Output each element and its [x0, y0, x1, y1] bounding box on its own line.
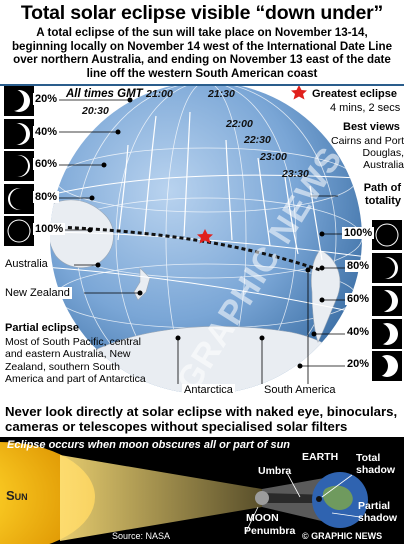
total-shadow-label: Total shadow: [356, 452, 396, 476]
time-label: 21:00: [146, 88, 173, 100]
sunlight-beam: [60, 455, 262, 541]
south-america-landmass: [310, 249, 341, 343]
eclipse-phase-icon: [372, 351, 402, 381]
place-label-australia: Australia: [3, 258, 50, 270]
diagram-header: Eclipse occurs when moon obscures all or…: [7, 439, 291, 451]
sun-label: Sun: [6, 488, 28, 503]
australia-landmass: [50, 199, 114, 268]
place-label-south-america: South America: [262, 384, 338, 396]
eclipse-phase-icon: [372, 319, 402, 349]
eclipse-phase-icon: [4, 119, 34, 149]
eclipse-phase-icon: [4, 184, 34, 214]
eclipse-phase-icon: [4, 86, 34, 116]
moon-shape: [255, 491, 269, 505]
umbra-label: Umbra: [258, 465, 292, 477]
time-label: 21:30: [208, 88, 235, 100]
place-label-antarctica: Antarctica: [182, 384, 235, 396]
best-views-text: Cairns and Port Douglas, Australia: [331, 135, 404, 171]
partial-eclipse-text: Most of South Pacific, central and easte…: [5, 336, 146, 386]
time-header: All times GMT: [66, 88, 143, 100]
greatest-eclipse-duration: 4 mins, 2 secs: [330, 102, 401, 114]
total-shadow-dot: [316, 496, 322, 502]
phase-percent-label: 60%: [33, 158, 60, 170]
greatest-eclipse-star: [197, 229, 213, 244]
intro-text: A total eclipse of the sun will take pla…: [11, 26, 393, 80]
phase-percent-label: 100%: [342, 227, 375, 239]
source-label: Source: NASA: [112, 531, 171, 541]
earth-label: EARTH: [302, 451, 339, 463]
moon-label: MOON: [246, 512, 279, 524]
phase-percent-label: 20%: [345, 358, 372, 370]
phase-percent-label: 100%: [33, 223, 66, 235]
safety-warning: Never look directly at solar eclipse wit…: [5, 404, 398, 434]
penumbra-label: Penumbra: [244, 525, 296, 537]
totality-path: [50, 224, 321, 272]
place-label-new-zealand: New Zealand: [3, 287, 72, 299]
eclipse-phase-icon: [372, 220, 402, 250]
header-divider: [0, 84, 404, 86]
phase-percent-label: 60%: [345, 293, 372, 305]
page-title: Total solar eclipse visible “down under”: [20, 2, 384, 24]
partial-eclipse-title: Partial eclipse: [5, 322, 79, 334]
time-label: 23:30: [282, 168, 309, 180]
time-label: 22:00: [226, 118, 253, 130]
eclipse-phase-icon: [372, 286, 402, 316]
time-label: 23:00: [260, 151, 287, 163]
eclipse-phase-icon: [372, 253, 402, 283]
phase-percent-label: 80%: [33, 191, 60, 203]
eclipse-phase-icon: [4, 151, 34, 181]
earth-land: [322, 485, 353, 511]
time-label: 22:30: [244, 134, 271, 146]
eclipse-diagram: [0, 437, 404, 544]
partial-shadow-label: Partial shadow: [358, 500, 398, 524]
eclipse-phase-icon: [4, 216, 34, 246]
eclipse-map: [50, 86, 362, 394]
phase-percent-label: 40%: [33, 126, 60, 138]
legend-star-icon: [291, 86, 307, 100]
time-label: 20:30: [82, 105, 109, 117]
path-of-totality-label: Path of totality: [363, 182, 401, 207]
phase-percent-label: 80%: [345, 260, 372, 272]
greatest-eclipse-title: Greatest eclipse: [312, 88, 397, 100]
phase-percent-label: 20%: [33, 93, 60, 105]
phase-percent-label: 40%: [345, 326, 372, 338]
credit-label: © GRAPHIC NEWS: [302, 531, 383, 541]
best-views-title: Best views: [343, 121, 400, 133]
